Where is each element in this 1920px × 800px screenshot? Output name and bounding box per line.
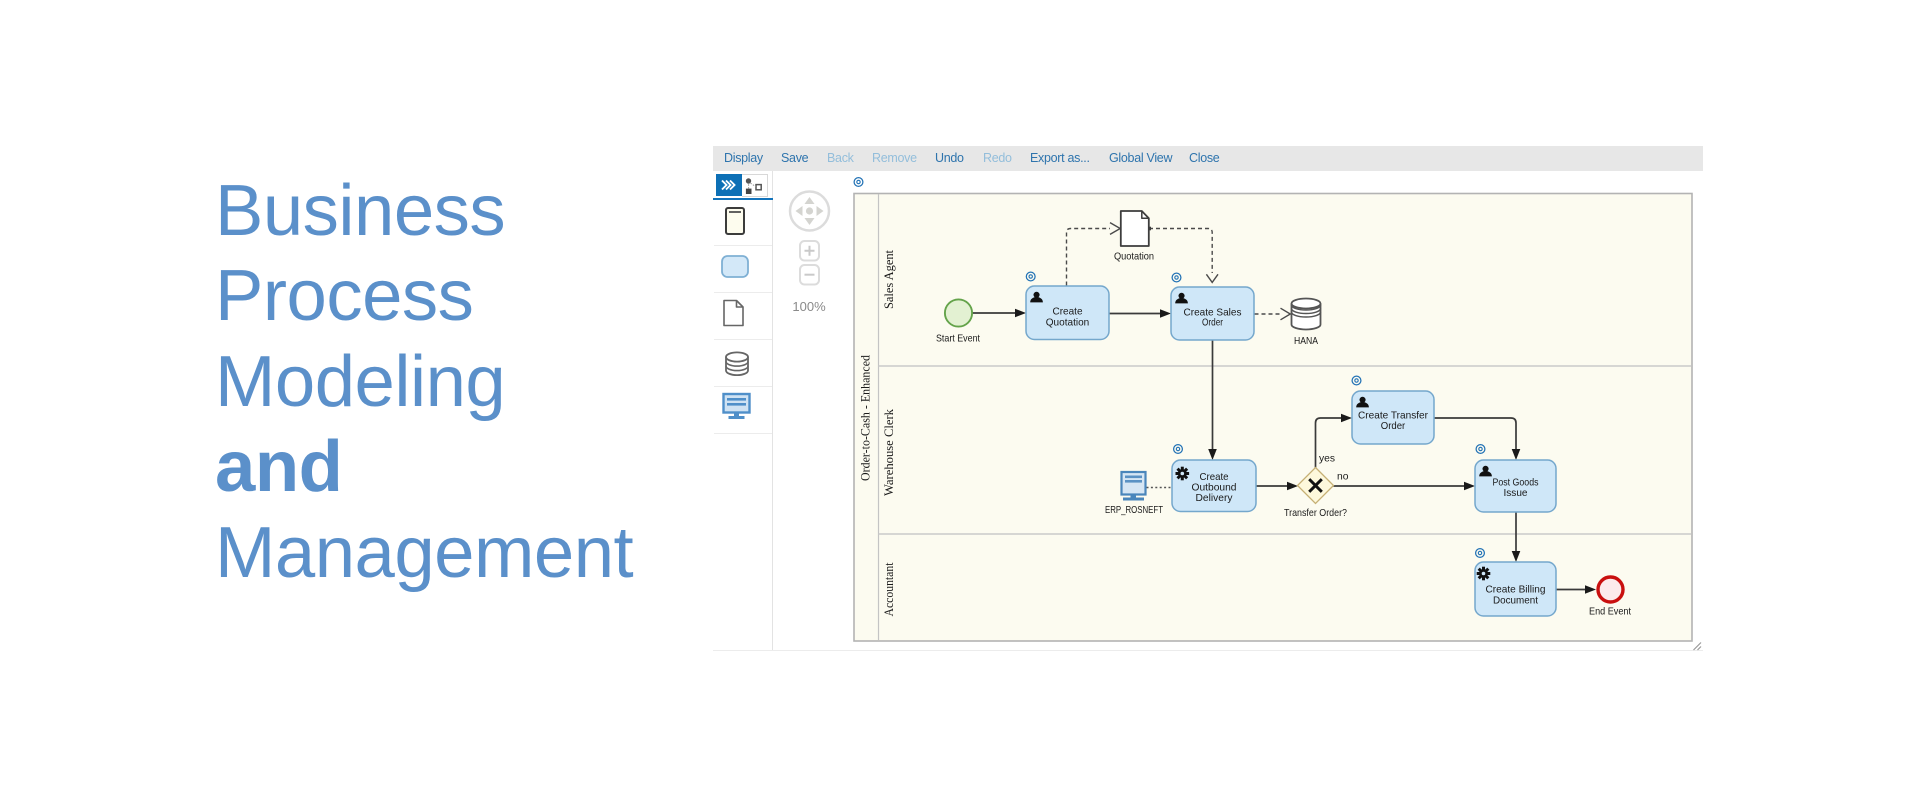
svg-text:Accountant: Accountant: [882, 562, 896, 617]
svg-text:Create: Create: [1200, 472, 1229, 483]
svg-text:Delivery: Delivery: [1196, 493, 1234, 504]
svg-text:Create Transfer: Create Transfer: [1358, 411, 1429, 422]
svg-text:Post Goods: Post Goods: [1493, 478, 1539, 489]
svg-text:Quotation: Quotation: [1114, 252, 1154, 263]
svg-text:Create Sales: Create Sales: [1184, 307, 1242, 318]
svg-text:Order: Order: [1381, 421, 1406, 432]
svg-text:Quotation: Quotation: [1046, 318, 1090, 329]
svg-text:Order: Order: [1202, 317, 1223, 328]
svg-text:Outbound: Outbound: [1192, 483, 1237, 494]
svg-text:Issue: Issue: [1504, 488, 1528, 499]
svg-text:HANA: HANA: [1294, 336, 1318, 347]
svg-text:Transfer Order?: Transfer Order?: [1284, 508, 1347, 519]
svg-text:Sales Agent: Sales Agent: [882, 249, 896, 309]
svg-text:Order-to-Cash - Enhanced: Order-to-Cash - Enhanced: [858, 355, 872, 481]
svg-text:Warehouse Clerk: Warehouse Clerk: [882, 408, 896, 496]
svg-text:End Event: End Event: [1589, 607, 1631, 618]
svg-text:Create Billing: Create Billing: [1486, 585, 1546, 596]
svg-text:yes: yes: [1319, 454, 1335, 465]
svg-text:Start Event: Start Event: [936, 334, 980, 345]
svg-text:ERP_ROSNEFT: ERP_ROSNEFT: [1105, 505, 1164, 516]
svg-text:Document: Document: [1493, 596, 1538, 607]
svg-text:no: no: [1337, 472, 1349, 483]
svg-text:Create: Create: [1053, 307, 1083, 318]
